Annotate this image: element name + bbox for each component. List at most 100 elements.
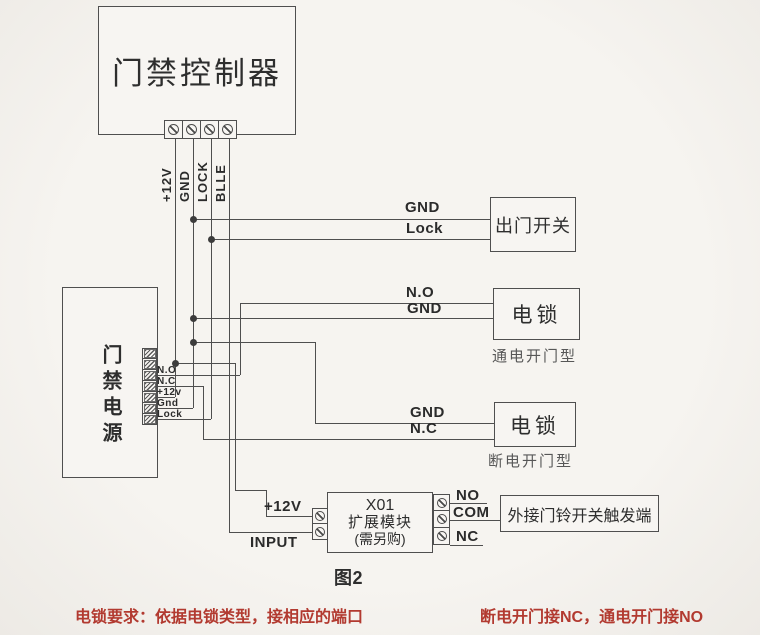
screw-terminal	[164, 120, 183, 139]
power-supply-title: 门禁电源	[99, 344, 121, 448]
wire-12v-x01-drop2	[266, 490, 267, 516]
wire-12v-x01-drop	[235, 363, 236, 490]
x01-output-label-no: NO	[456, 487, 480, 504]
doorbell-title: 外接门铃开关触发端	[507, 507, 652, 525]
wire-gnd-exit	[193, 219, 490, 220]
screw-icon	[436, 531, 447, 541]
wire-row-12v	[155, 397, 175, 398]
wire-gnd-lock2-elbow	[315, 342, 316, 423]
lock-nc-title: 电锁	[510, 414, 560, 438]
lock1-wire-label-no: N.O	[406, 284, 435, 301]
wire-nc-lock2	[203, 439, 494, 440]
junction-dot	[171, 359, 179, 367]
screw-icon	[186, 124, 197, 135]
wire-lock-exit	[211, 239, 490, 240]
screw-icon	[315, 511, 325, 521]
x01-input-label-input: INPUT	[250, 534, 298, 551]
exit-switch-box: 出门开关	[490, 197, 576, 252]
junction-dot	[207, 235, 215, 243]
x01-input-label-12v: +12V	[264, 498, 302, 515]
screw-terminal	[433, 528, 450, 545]
controller-terminal-label-12v: +12V	[159, 167, 174, 202]
expansion-module-note: (需另购)	[354, 531, 406, 547]
screw-terminal	[219, 120, 237, 139]
screw-icon	[143, 381, 156, 391]
wire-input-x01	[229, 532, 312, 533]
wire-12v-jog	[235, 490, 266, 491]
controller-box: 门禁控制器	[98, 6, 296, 135]
screw-icon	[436, 497, 447, 508]
wire-no-lock1	[240, 303, 493, 304]
figure-caption: 图2	[334, 568, 364, 588]
controller-terminal-label-lock: LOCK	[195, 161, 210, 202]
junction-dot	[189, 215, 197, 223]
lock-no-title: 电锁	[511, 304, 562, 327]
screw-terminal	[433, 494, 450, 511]
power-label-12v: +12v	[157, 387, 182, 398]
lock-no-box: 电锁	[493, 288, 580, 340]
exit-wire-label-gnd: GND	[405, 199, 440, 216]
expansion-module-box: X01 扩展模块 (需另购)	[327, 492, 433, 553]
wire-nc-drop	[203, 386, 204, 439]
screw-icon	[436, 514, 447, 524]
screw-icon	[143, 414, 156, 424]
doorbell-box: 外接门铃开关触发端	[500, 495, 659, 532]
note-part1: 电锁要求：依据电锁类型，接相应的端口	[75, 609, 364, 626]
screw-icon	[315, 526, 325, 537]
screw-icon	[143, 349, 156, 358]
screw-icon	[168, 124, 179, 135]
power-label-lock: Lock	[157, 409, 183, 420]
wire-row-no	[155, 375, 240, 376]
wire-12v-branch	[175, 363, 235, 364]
lock1-wire-label-gnd: GND	[407, 300, 442, 317]
screw-terminal	[183, 120, 201, 139]
power-label-nc: N.C	[157, 376, 176, 387]
wire-12v-drop	[175, 139, 176, 397]
wire-nc-stub	[450, 545, 483, 546]
wire-blle-drop	[229, 139, 230, 532]
controller-title: 门禁控制器	[112, 56, 282, 91]
screw-icon	[204, 124, 215, 135]
wire-row-nc	[155, 386, 203, 387]
note-part2: 断电开门接NC，通电开门接NO	[480, 609, 704, 626]
lock2-wire-label-nc: N.C	[410, 420, 438, 437]
controller-terminal-label-blle: BLLE	[213, 164, 228, 202]
x01-input-terminals	[312, 508, 328, 540]
expansion-module-title: X01	[365, 497, 395, 514]
power-label-no: N.O	[157, 365, 177, 376]
lock-nc-box: 电锁	[494, 402, 576, 447]
wire-gnd-lock2	[315, 423, 494, 424]
junction-dot	[189, 314, 197, 322]
screw-terminal	[312, 524, 328, 540]
expansion-module-subtitle: 扩展模块	[347, 514, 412, 531]
exit-wire-label-lock: Lock	[406, 220, 444, 237]
x01-output-label-com: COM	[453, 504, 490, 521]
wire-gnd-branch	[193, 342, 315, 343]
screw-terminal	[201, 120, 219, 139]
x01-output-label-nc: NC	[456, 528, 479, 545]
screw-icon	[143, 359, 156, 369]
screw-terminal	[142, 359, 157, 370]
screw-icon	[222, 124, 233, 135]
wire-lock-drop	[211, 139, 212, 419]
controller-terminal-block	[164, 120, 237, 139]
screw-icon	[143, 370, 156, 380]
power-label-gnd: Gnd	[157, 398, 179, 409]
wire-row-lock	[155, 419, 211, 420]
lock-no-caption: 通电开门型	[492, 348, 578, 365]
junction-dot	[189, 338, 197, 346]
wire-no-stub	[450, 503, 487, 504]
screw-icon	[143, 403, 156, 413]
lock2-wire-label-gnd: GND	[410, 404, 445, 421]
wire-com-doorbell	[450, 520, 500, 521]
screw-terminal	[142, 348, 157, 359]
wire-row-gnd	[155, 408, 193, 409]
exit-switch-title: 出门开关	[495, 215, 571, 236]
screw-terminal	[312, 508, 328, 524]
screw-icon	[143, 392, 156, 402]
x01-output-terminals	[433, 494, 450, 545]
lock-nc-caption: 断电开门型	[488, 453, 574, 470]
wire-gnd-drop	[193, 139, 194, 408]
wire-no-riser	[240, 303, 241, 375]
